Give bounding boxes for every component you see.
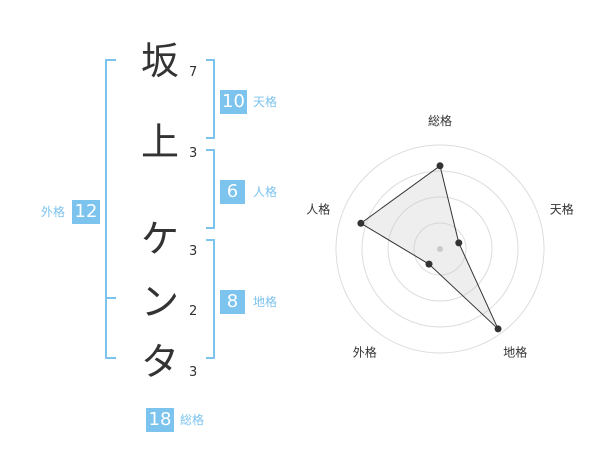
radar-point-2 xyxy=(455,239,463,247)
radar-ring xyxy=(387,196,493,302)
radar-point-5 xyxy=(357,219,365,227)
name-char-3: ケ xyxy=(140,217,179,261)
stroke-count-2: 3 xyxy=(189,146,198,161)
stroke-count-4: 2 xyxy=(189,304,198,319)
gaikaku-label: 外格 xyxy=(41,205,66,219)
gaikaku-badge: 12 xyxy=(72,200,100,224)
jinkaku-badge: 6 xyxy=(220,180,245,204)
radar-axis-label-3: 地格 xyxy=(503,345,527,360)
stroke-count-5: 3 xyxy=(189,365,198,380)
radar-axis-label-1: 総格 xyxy=(428,113,452,128)
chikaku-label: 地格 xyxy=(253,295,278,309)
stroke-count-3: 3 xyxy=(189,244,198,259)
radar-center-dot xyxy=(437,246,443,252)
soukaku-badge: 18 xyxy=(146,408,174,432)
radar-series-polygon xyxy=(359,164,499,330)
name-char-4: ン xyxy=(140,280,179,324)
radar-axis-label-5: 人格 xyxy=(306,201,330,216)
jinkaku-label: 人格 xyxy=(253,185,278,199)
radar-axis-label-4: 外格 xyxy=(353,345,377,360)
radar-point-3 xyxy=(494,325,502,333)
soukaku-label: 総格 xyxy=(180,413,205,427)
bracket-lines xyxy=(105,59,215,359)
radar-point-1 xyxy=(436,162,444,170)
tenkaku-label: 天格 xyxy=(253,95,278,109)
radar-series xyxy=(357,162,502,333)
name-char-1: 坂 xyxy=(140,39,179,83)
radar-point-4 xyxy=(425,260,433,268)
radar-ring xyxy=(335,144,545,354)
stroke-count-1: 7 xyxy=(189,65,198,80)
tenkaku-badge: 10 xyxy=(220,90,247,114)
radar-ring xyxy=(361,170,519,328)
gaikaku-bracket xyxy=(105,59,116,359)
tenkaku-bracket xyxy=(206,59,215,139)
jinkaku-bracket xyxy=(206,149,215,229)
radar-grid xyxy=(335,144,545,354)
name-char-5: タ xyxy=(140,340,179,384)
name-char-2: 上 xyxy=(140,120,179,164)
chikaku-badge: 8 xyxy=(220,290,245,314)
chikaku-bracket xyxy=(206,239,215,359)
radar-axis-label-2: 天格 xyxy=(550,201,574,216)
